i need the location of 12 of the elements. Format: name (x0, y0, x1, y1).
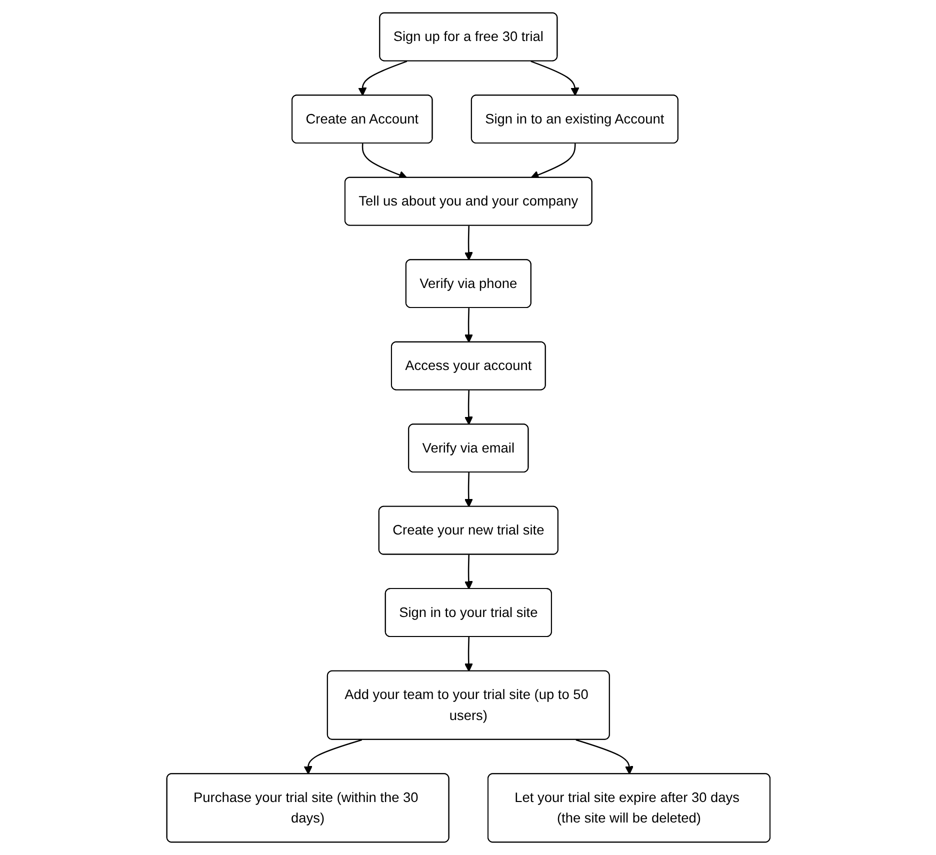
arrow (530, 144, 576, 179)
arrow (303, 739, 362, 774)
arrow (358, 60, 407, 96)
arrow (464, 472, 473, 508)
arrow (575, 739, 634, 774)
arrow (530, 60, 579, 96)
arrow (464, 308, 473, 343)
arrow (464, 554, 473, 590)
arrow (464, 226, 473, 260)
arrow (464, 390, 473, 425)
arrow (464, 637, 473, 672)
arrow (362, 144, 407, 179)
